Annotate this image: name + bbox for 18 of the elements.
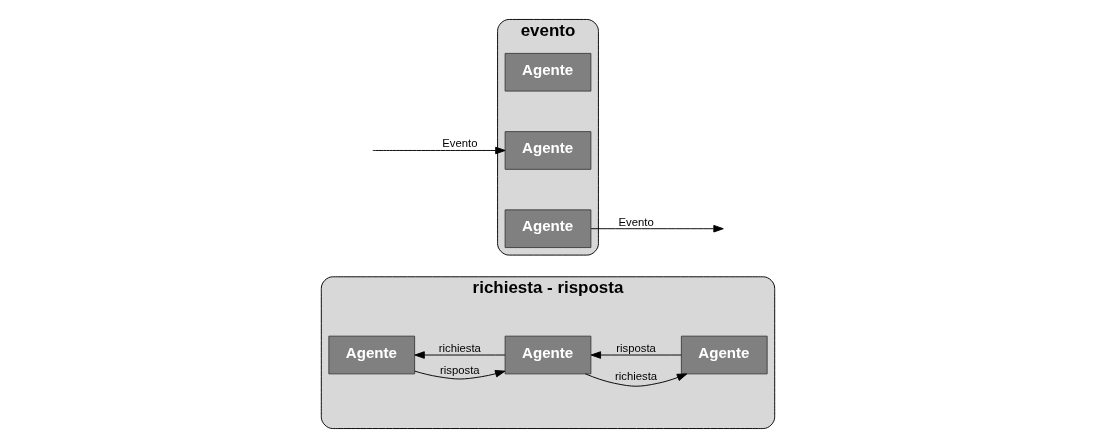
- arrow: [372, 146, 506, 155]
- edge-label: risposta: [440, 363, 480, 376]
- node-box: Agente: [504, 335, 592, 375]
- edge-label: risposta: [616, 341, 656, 354]
- arrow: [590, 224, 724, 233]
- edge-label: Evento: [442, 137, 478, 150]
- node-box: Agente: [504, 209, 592, 249]
- edge-label: richiesta: [615, 370, 658, 383]
- arrow: [585, 373, 688, 387]
- node-box: Agente: [328, 335, 416, 375]
- node-box: Agente: [680, 335, 768, 375]
- arrow: [414, 351, 506, 359]
- edge-label: richiesta: [438, 341, 481, 354]
- edge-label: Evento: [618, 215, 654, 228]
- arrow: [414, 370, 506, 380]
- arrow: [590, 351, 682, 359]
- node-box: Agente: [504, 52, 592, 92]
- node-box: Agente: [504, 131, 592, 170]
